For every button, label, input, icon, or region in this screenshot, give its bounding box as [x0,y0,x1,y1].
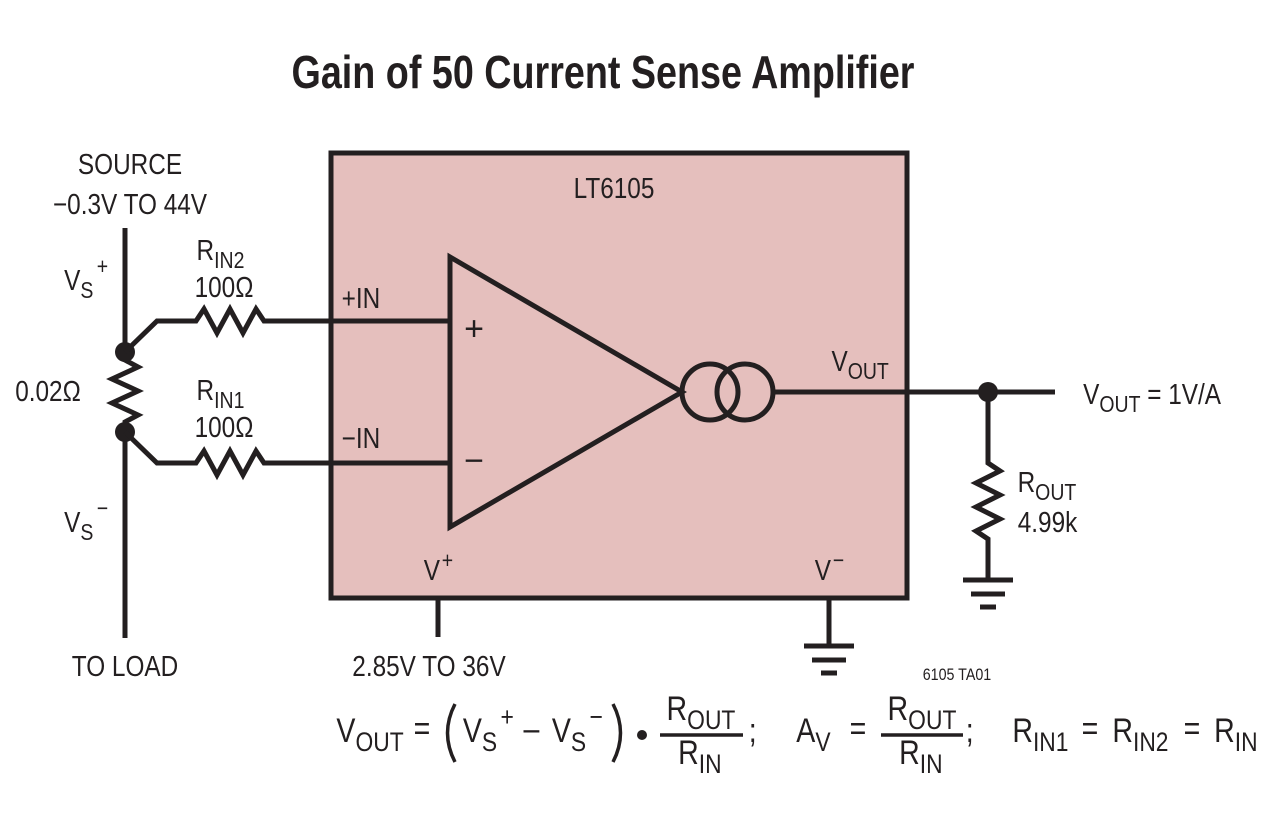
opamp-plus-sign: + [464,310,484,348]
sense-resistor-value: 0.02Ω [15,375,81,407]
rin2-label: RIN2 [197,234,245,273]
opamp-minus-sign: − [464,442,484,480]
eq-frac2-num: ROUT [888,690,957,736]
diagram-title: Gain of 50 Current Sense Amplifier [292,46,915,97]
vs-plus-label: VS+ [64,253,108,303]
eq-rin1: RIN1 [1012,712,1068,758]
eq-frac1-den: RIN [678,734,721,780]
eq-equals-2: = [850,710,867,748]
eq-frac1-num: ROUT [667,690,736,736]
pin-vminus: V− [815,547,844,586]
eq-multiply-dot [637,730,647,740]
supply-range: 2.85V TO 36V [352,650,506,682]
output-label: VOUT = 1V/A [1083,378,1221,417]
eq-equals-3: = [1082,710,1099,748]
eq-semicolon-1: ; [749,712,757,750]
source-range: −0.3V TO 44V [53,188,207,220]
sense-resistor-symbol [106,352,144,432]
eq-frac2-den: RIN [899,734,942,780]
eq-rin: RIN [1214,712,1257,758]
rin1-value: 100Ω [195,411,254,443]
eq-semicolon-2: ; [966,712,974,750]
eq-equals-1: = [414,710,431,748]
vs-minus-label: VS− [64,495,108,545]
rout-ground-icon [963,577,1013,610]
ic-body [328,150,910,601]
rout-resistor-symbol [970,392,1006,580]
to-load-label: TO LOAD [72,650,178,682]
pin-vplus: V+ [424,547,453,586]
pin-plus-in: +IN [342,282,381,314]
ic-ground-icon [804,643,854,676]
current-source-circle-left [679,361,741,423]
eq-equals-4: = [1184,710,1201,748]
eq-av: AV [796,712,831,758]
rin1-wire [123,430,450,481]
rout-label: ROUT [1018,466,1077,505]
eq-right-paren [611,703,623,763]
pin-vout: VOUT [831,345,888,384]
eq-minus: – [524,710,540,748]
eq-left-paren [445,703,457,763]
eq-vout: VOUT [336,712,403,758]
ic-name: LT6105 [574,172,655,204]
eq-vs-plus: VS+ [463,702,514,757]
rout-value: 4.99k [1018,506,1078,538]
rin2-wire [123,303,450,354]
pin-minus-in: −IN [342,422,381,454]
figure-id: 6105 TA01 [923,666,992,684]
source-label: SOURCE [78,148,182,180]
opamp-triangle [447,252,687,532]
gain-equation: VOUT = VS+ – VS− ROUT RIN ; AV = ROUT RI… [336,690,1257,780]
eq-rin2: RIN2 [1112,712,1168,758]
eq-vs-minus: VS− [552,702,603,757]
rin1-label: RIN1 [197,374,245,413]
rin2-value: 100Ω [195,271,254,303]
